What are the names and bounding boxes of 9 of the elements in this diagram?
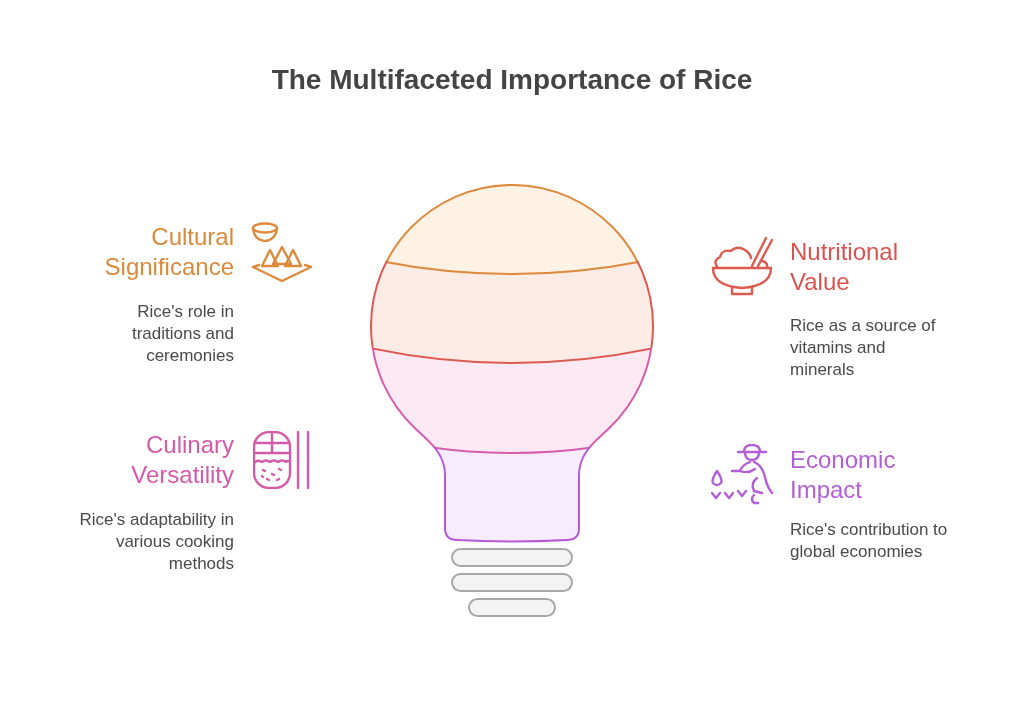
- section-heading: Economic Impact: [790, 445, 897, 505]
- section-heading: Culinary Versatility: [130, 430, 234, 490]
- description-text: Rice's adaptability in various cooking methods: [78, 509, 234, 575]
- description-text: Rice's contribution to global economies: [790, 519, 949, 563]
- diagram-title: The Multifaceted Importance of Rice: [271, 63, 753, 97]
- section-heading: Cultural Significance: [103, 222, 234, 282]
- description-text: Rice's role in traditions and ceremonies: [130, 301, 234, 367]
- section-heading: Nutritional Value: [790, 237, 900, 297]
- description-text: Rice as a source of vitamins and minerals: [790, 315, 937, 381]
